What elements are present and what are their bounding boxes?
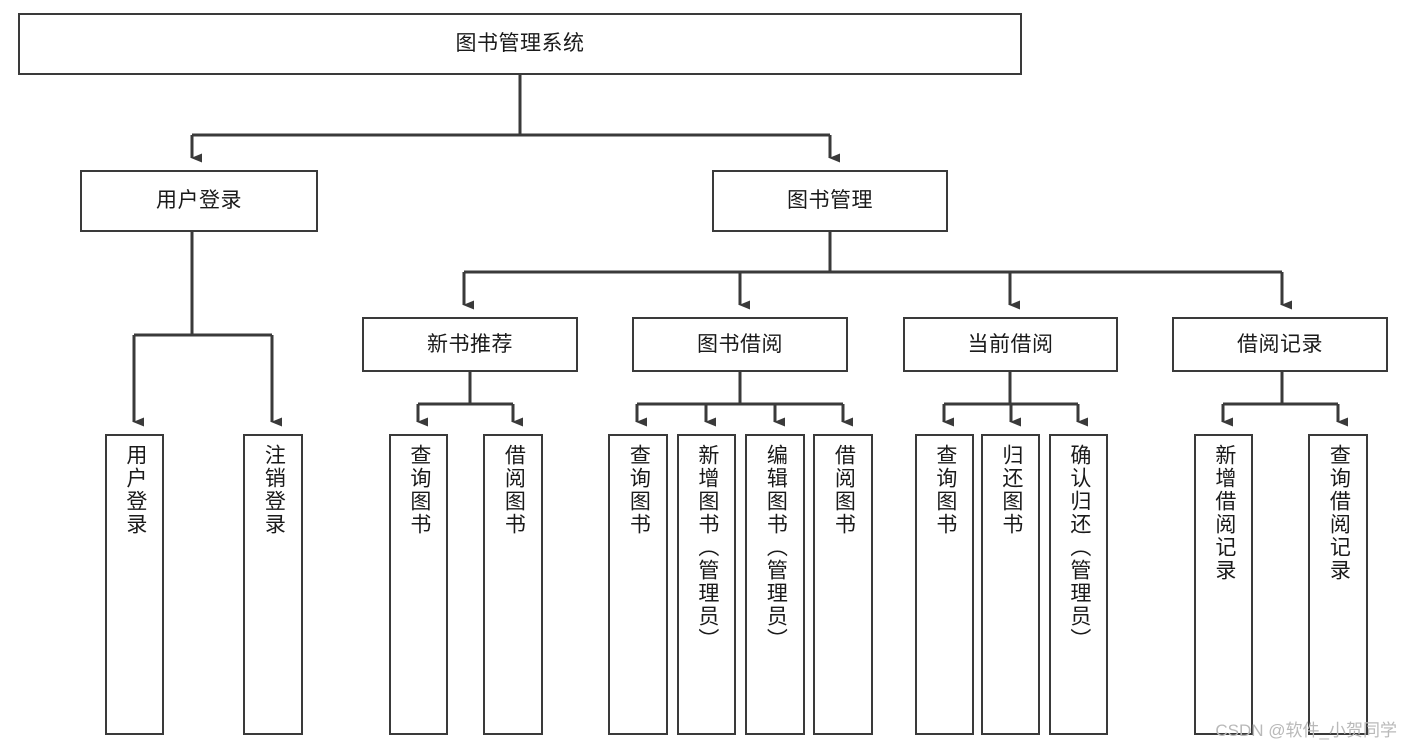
node-leaf-br-query-record[interactable]: 查询借阅记录 — [1308, 434, 1368, 735]
node-current-borrow-label: 当前借阅 — [967, 332, 1054, 356]
node-leaf-bb-borrow-book[interactable]: 借阅图书 — [813, 434, 873, 735]
node-book-borrow[interactable]: 图书借阅 — [632, 317, 848, 372]
node-leaf-br-add-record-label: 新增借阅记录 — [1212, 444, 1236, 582]
node-leaf-user-login[interactable]: 用户登录 — [105, 434, 164, 735]
node-leaf-rec-borrow-book-label: 借阅图书 — [502, 444, 526, 536]
node-root[interactable]: 图书管理系统 — [18, 13, 1022, 75]
node-leaf-cb-return-book[interactable]: 归还图书 — [981, 434, 1040, 735]
node-new-book-rec-label: 新书推荐 — [427, 332, 513, 356]
node-leaf-cb-return-book-label: 归还图书 — [999, 444, 1023, 536]
node-leaf-bb-query-book[interactable]: 查询图书 — [608, 434, 668, 735]
node-borrow-record-label: 借阅记录 — [1237, 332, 1323, 356]
node-leaf-cb-confirm-return-label: 确认归还（管理员） — [1067, 444, 1091, 651]
node-new-book-rec[interactable]: 新书推荐 — [362, 317, 578, 372]
node-leaf-br-query-record-label: 查询借阅记录 — [1327, 444, 1351, 582]
node-leaf-bb-add-book[interactable]: 新增图书（管理员） — [677, 434, 736, 735]
node-leaf-bb-edit-book-label: 编辑图书（管理员） — [764, 444, 788, 651]
node-leaf-cb-query-book[interactable]: 查询图书 — [915, 434, 974, 735]
node-leaf-rec-borrow-book[interactable]: 借阅图书 — [483, 434, 543, 735]
node-user-login[interactable]: 用户登录 — [80, 170, 318, 232]
node-root-label: 图书管理系统 — [455, 32, 585, 56]
node-leaf-bb-query-book-label: 查询图书 — [627, 444, 651, 536]
node-user-login-label: 用户登录 — [156, 189, 242, 213]
node-borrow-record[interactable]: 借阅记录 — [1172, 317, 1388, 372]
node-leaf-user-login-label: 用户登录 — [123, 444, 147, 536]
node-leaf-cb-query-book-label: 查询图书 — [933, 444, 957, 536]
node-book-borrow-label: 图书借阅 — [697, 332, 783, 356]
node-current-borrow[interactable]: 当前借阅 — [903, 317, 1118, 372]
node-leaf-cb-confirm-return[interactable]: 确认归还（管理员） — [1049, 434, 1108, 735]
node-leaf-rec-query-book[interactable]: 查询图书 — [389, 434, 448, 735]
node-leaf-bb-edit-book[interactable]: 编辑图书（管理员） — [745, 434, 805, 735]
node-leaf-br-add-record[interactable]: 新增借阅记录 — [1194, 434, 1253, 735]
node-leaf-bb-add-book-label: 新增图书（管理员） — [695, 444, 719, 651]
node-leaf-rec-query-book-label: 查询图书 — [407, 444, 431, 536]
node-leaf-logout-label: 注销登录 — [262, 444, 286, 536]
node-leaf-logout[interactable]: 注销登录 — [243, 434, 303, 735]
node-book-manage[interactable]: 图书管理 — [712, 170, 948, 232]
node-leaf-bb-borrow-book-label: 借阅图书 — [832, 444, 856, 536]
node-book-manage-label: 图书管理 — [787, 189, 873, 213]
